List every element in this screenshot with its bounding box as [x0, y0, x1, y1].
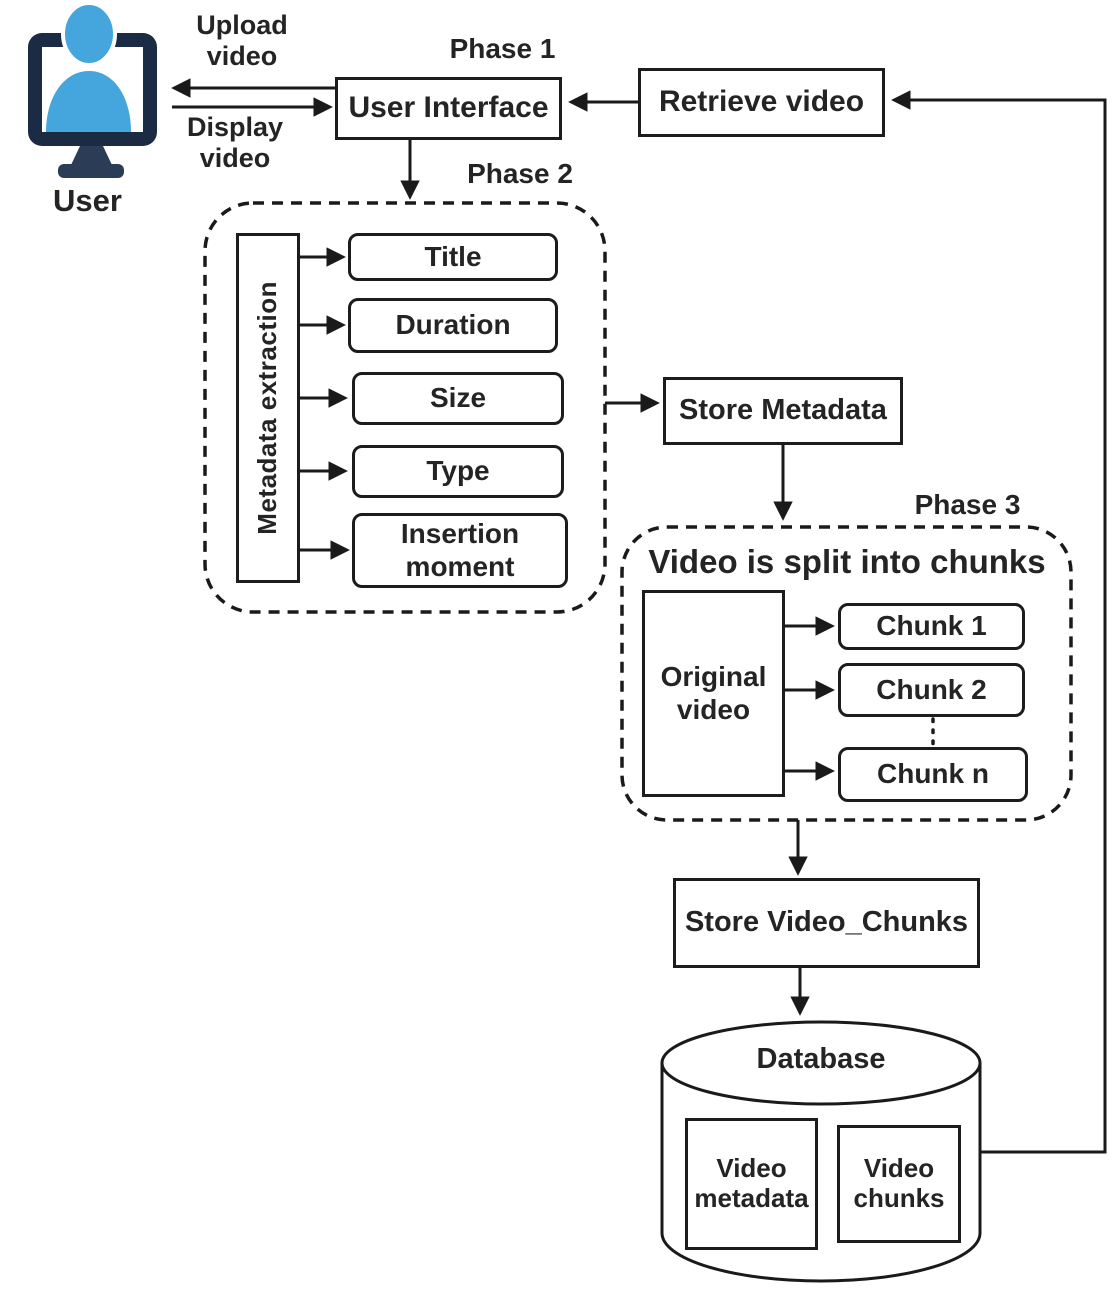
field-duration: Duration: [348, 298, 558, 353]
chunkn-node: Chunk n: [838, 747, 1028, 802]
database-cylinder-top: [660, 1020, 982, 1106]
metadata-extraction-node: Metadata extraction: [236, 233, 300, 583]
field-insertion-moment: Insertion moment: [352, 513, 568, 588]
arrow-database-to-retrieve: [891, 90, 1107, 1154]
metadata-extraction-label: Metadata extraction: [252, 281, 283, 535]
chunk1-node: Chunk 1: [838, 603, 1025, 650]
user-monitor-icon: [28, 1, 157, 178]
phase2-label: Phase 2: [467, 158, 573, 189]
field-title: Title: [348, 233, 558, 281]
video-metadata-table: Video metadata: [685, 1118, 818, 1250]
retrieve-video-node: Retrieve video: [638, 68, 885, 137]
phase1-label: Phase 1: [449, 33, 556, 64]
user-label: User: [53, 183, 122, 218]
phase3-label: Phase 3: [914, 489, 1021, 520]
display-video-label: Display video: [186, 112, 284, 174]
chunk2-node: Chunk 2: [838, 663, 1025, 717]
store-video-chunks-node: Store Video_Chunks: [673, 878, 980, 968]
original-video-node: Original video: [642, 590, 785, 797]
video-chunks-table: Video chunks: [837, 1125, 961, 1243]
field-size: Size: [352, 372, 564, 425]
user-interface-node: User Interface: [335, 77, 562, 140]
field-type: Type: [352, 445, 564, 498]
phase2-boundary: [203, 201, 607, 614]
phase3-title: Video is split into chunks: [648, 543, 1046, 580]
store-metadata-node: Store Metadata: [663, 377, 903, 445]
database-label: Database: [756, 1043, 886, 1075]
upload-video-label: Upload video: [196, 10, 288, 72]
phase3-boundary: [620, 525, 1073, 822]
